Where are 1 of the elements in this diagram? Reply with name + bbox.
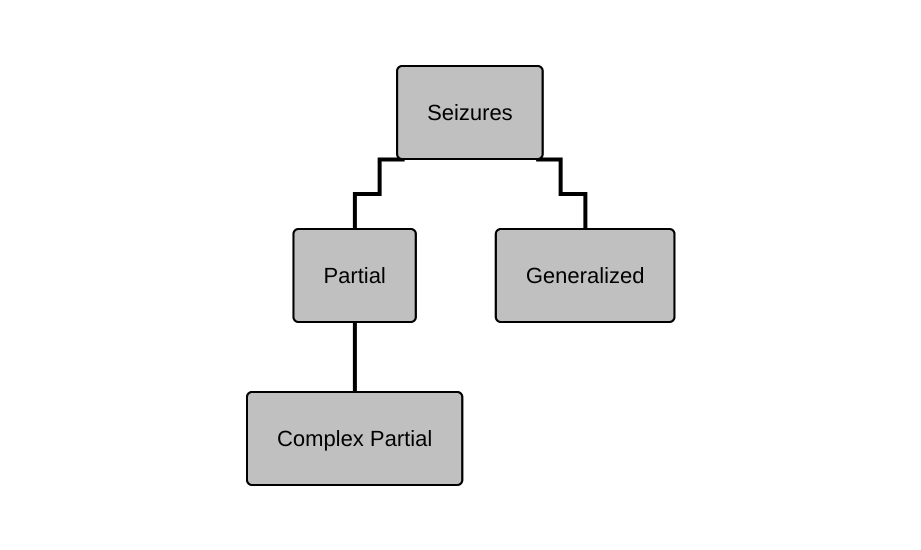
connector — [352, 320, 357, 394]
